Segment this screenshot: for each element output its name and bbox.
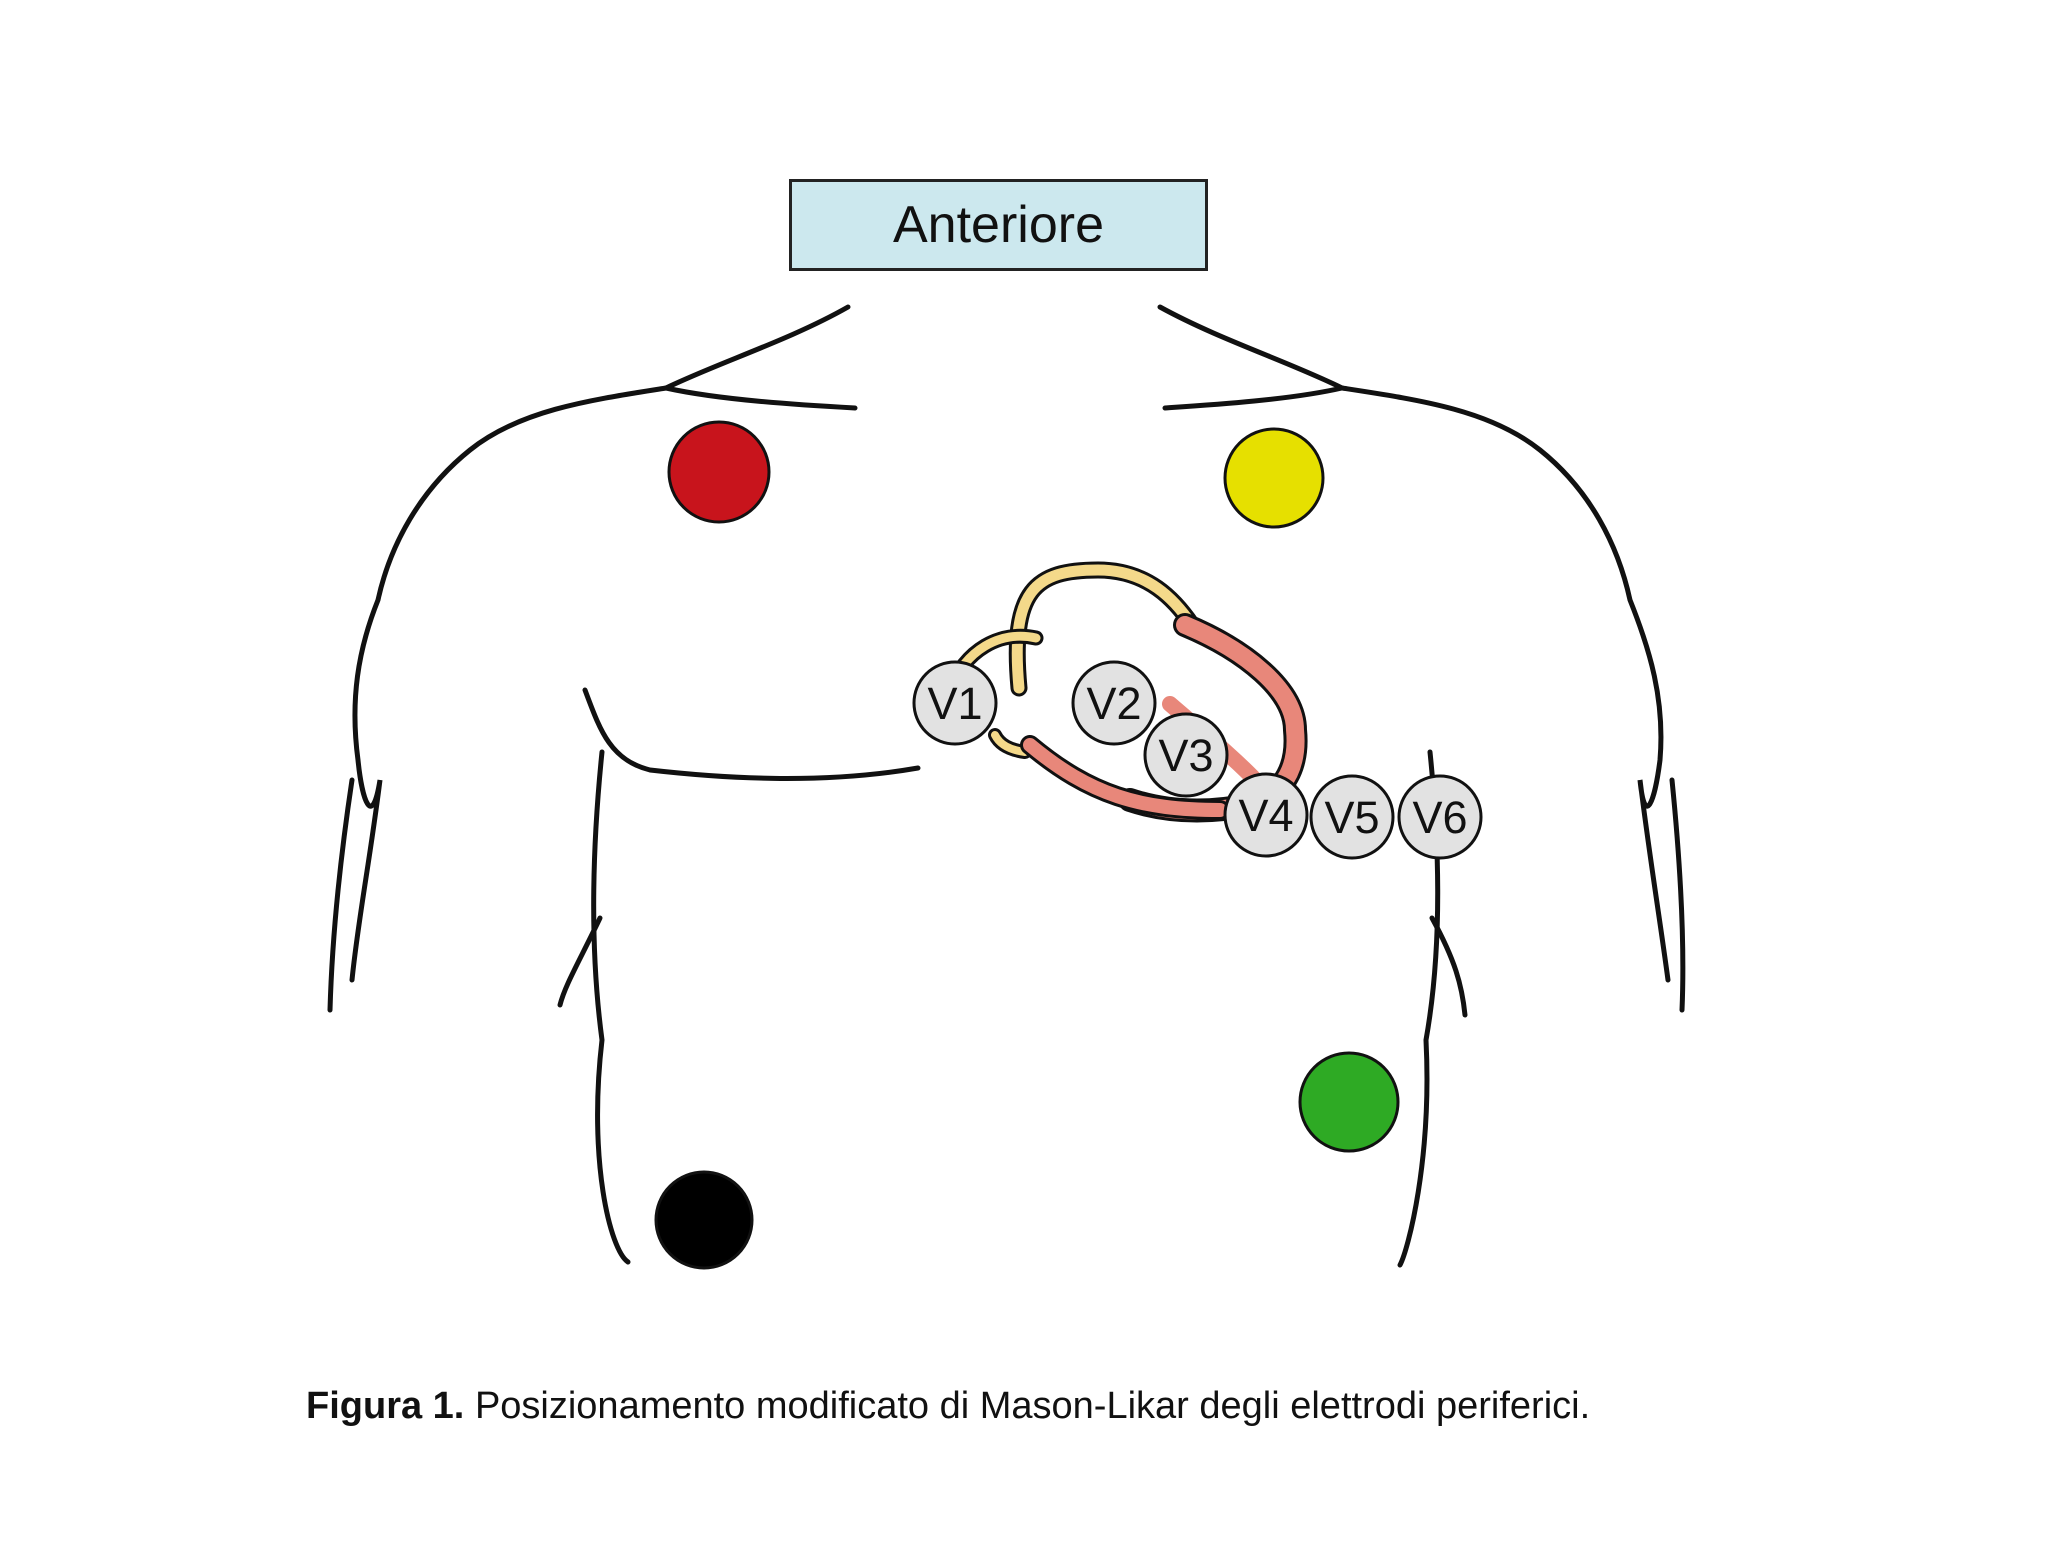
arm-right-outer — [1669, 777, 1686, 1013]
pectoral-line — [582, 687, 921, 781]
aorta — [1011, 564, 1198, 694]
inferior-wall — [1023, 738, 1227, 817]
arm-inner-left — [557, 915, 603, 1008]
limb-electrodes — [654, 420, 1400, 1270]
precordial-v6: V6 — [1397, 774, 1483, 860]
precordial-v2: V2 — [1071, 660, 1157, 746]
precordial-v5: V5 — [1309, 774, 1395, 860]
electrode-left-arm — [1223, 427, 1325, 529]
vessel-lower — [991, 731, 1029, 756]
arm-inner-right — [1429, 915, 1468, 1018]
shoulder-right — [1339, 385, 1671, 983]
precordial-label: V6 — [1412, 792, 1467, 843]
electrode-right-arm — [667, 420, 771, 524]
precordial-v3: V3 — [1143, 712, 1229, 798]
precordial-label: V3 — [1158, 730, 1213, 781]
precordial-label: V2 — [1086, 678, 1141, 729]
arm-left-outer — [327, 777, 355, 1013]
torso-side-left — [591, 749, 631, 1265]
neck-right — [1157, 304, 1345, 391]
shoulder-left — [349, 385, 669, 983]
precordial-electrodes: V1 V2 V3 V4 V5 V6 — [912, 660, 1483, 860]
precordial-label: V1 — [927, 678, 982, 729]
precordial-v4: V4 — [1223, 772, 1309, 858]
heart-graphic — [942, 561, 1308, 823]
figure-caption: Figura 1. Posizionamento modificato di M… — [306, 1386, 1706, 1426]
precordial-label: V5 — [1324, 792, 1379, 843]
clavicle-right — [1162, 385, 1345, 411]
electrode-left-leg — [1298, 1051, 1400, 1153]
torso-outline — [327, 304, 1686, 1268]
electrode-right-leg — [654, 1170, 754, 1270]
precordial-v1: V1 — [912, 660, 998, 746]
neck-left — [663, 304, 851, 391]
caption-text: Posizionamento modificato di Mason-Likar… — [474, 1385, 1591, 1427]
clavicle-left — [663, 385, 858, 411]
caption-label: Figura 1. — [306, 1385, 465, 1427]
precordial-label: V4 — [1238, 790, 1293, 841]
view-label: Anteriore — [789, 179, 1208, 271]
